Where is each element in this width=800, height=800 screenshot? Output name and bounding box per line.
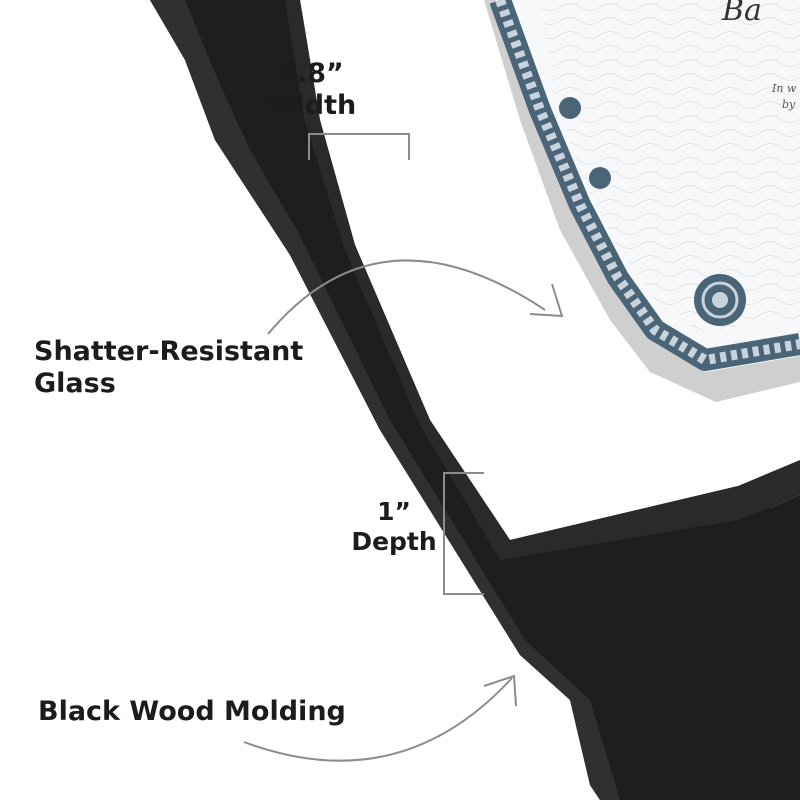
width-value: 0.8” — [278, 58, 344, 89]
depth-label: Depth — [351, 527, 437, 556]
glass-label-line2: Glass — [34, 368, 116, 400]
molding-callout: Black Wood Molding — [38, 696, 346, 728]
svg-text:by: by — [782, 98, 796, 111]
width-label: Width — [265, 90, 357, 122]
width-dimension-bracket — [308, 133, 410, 160]
depth-callout: 1” Depth — [346, 497, 442, 557]
depth-value: 1” — [377, 497, 411, 526]
inner-frame-bevel — [285, 0, 800, 560]
molding-label: Black Wood Molding — [38, 696, 346, 727]
frame-outer-bevel — [150, 0, 620, 800]
width-callout: 0.8” Width — [258, 58, 364, 123]
molding-pointer-arrow — [243, 677, 513, 762]
depth-dimension-bracket — [443, 472, 484, 595]
certificate-guilloche — [540, 0, 800, 332]
glass-label-line1: Shatter-Resistant — [34, 336, 304, 367]
certificate-script-text: Ba — [721, 0, 762, 28]
glass-pointer-arrow — [267, 259, 546, 335]
glass-callout: Shatter-Resistant Glass — [34, 336, 303, 401]
svg-text:In w: In w — [771, 82, 797, 95]
